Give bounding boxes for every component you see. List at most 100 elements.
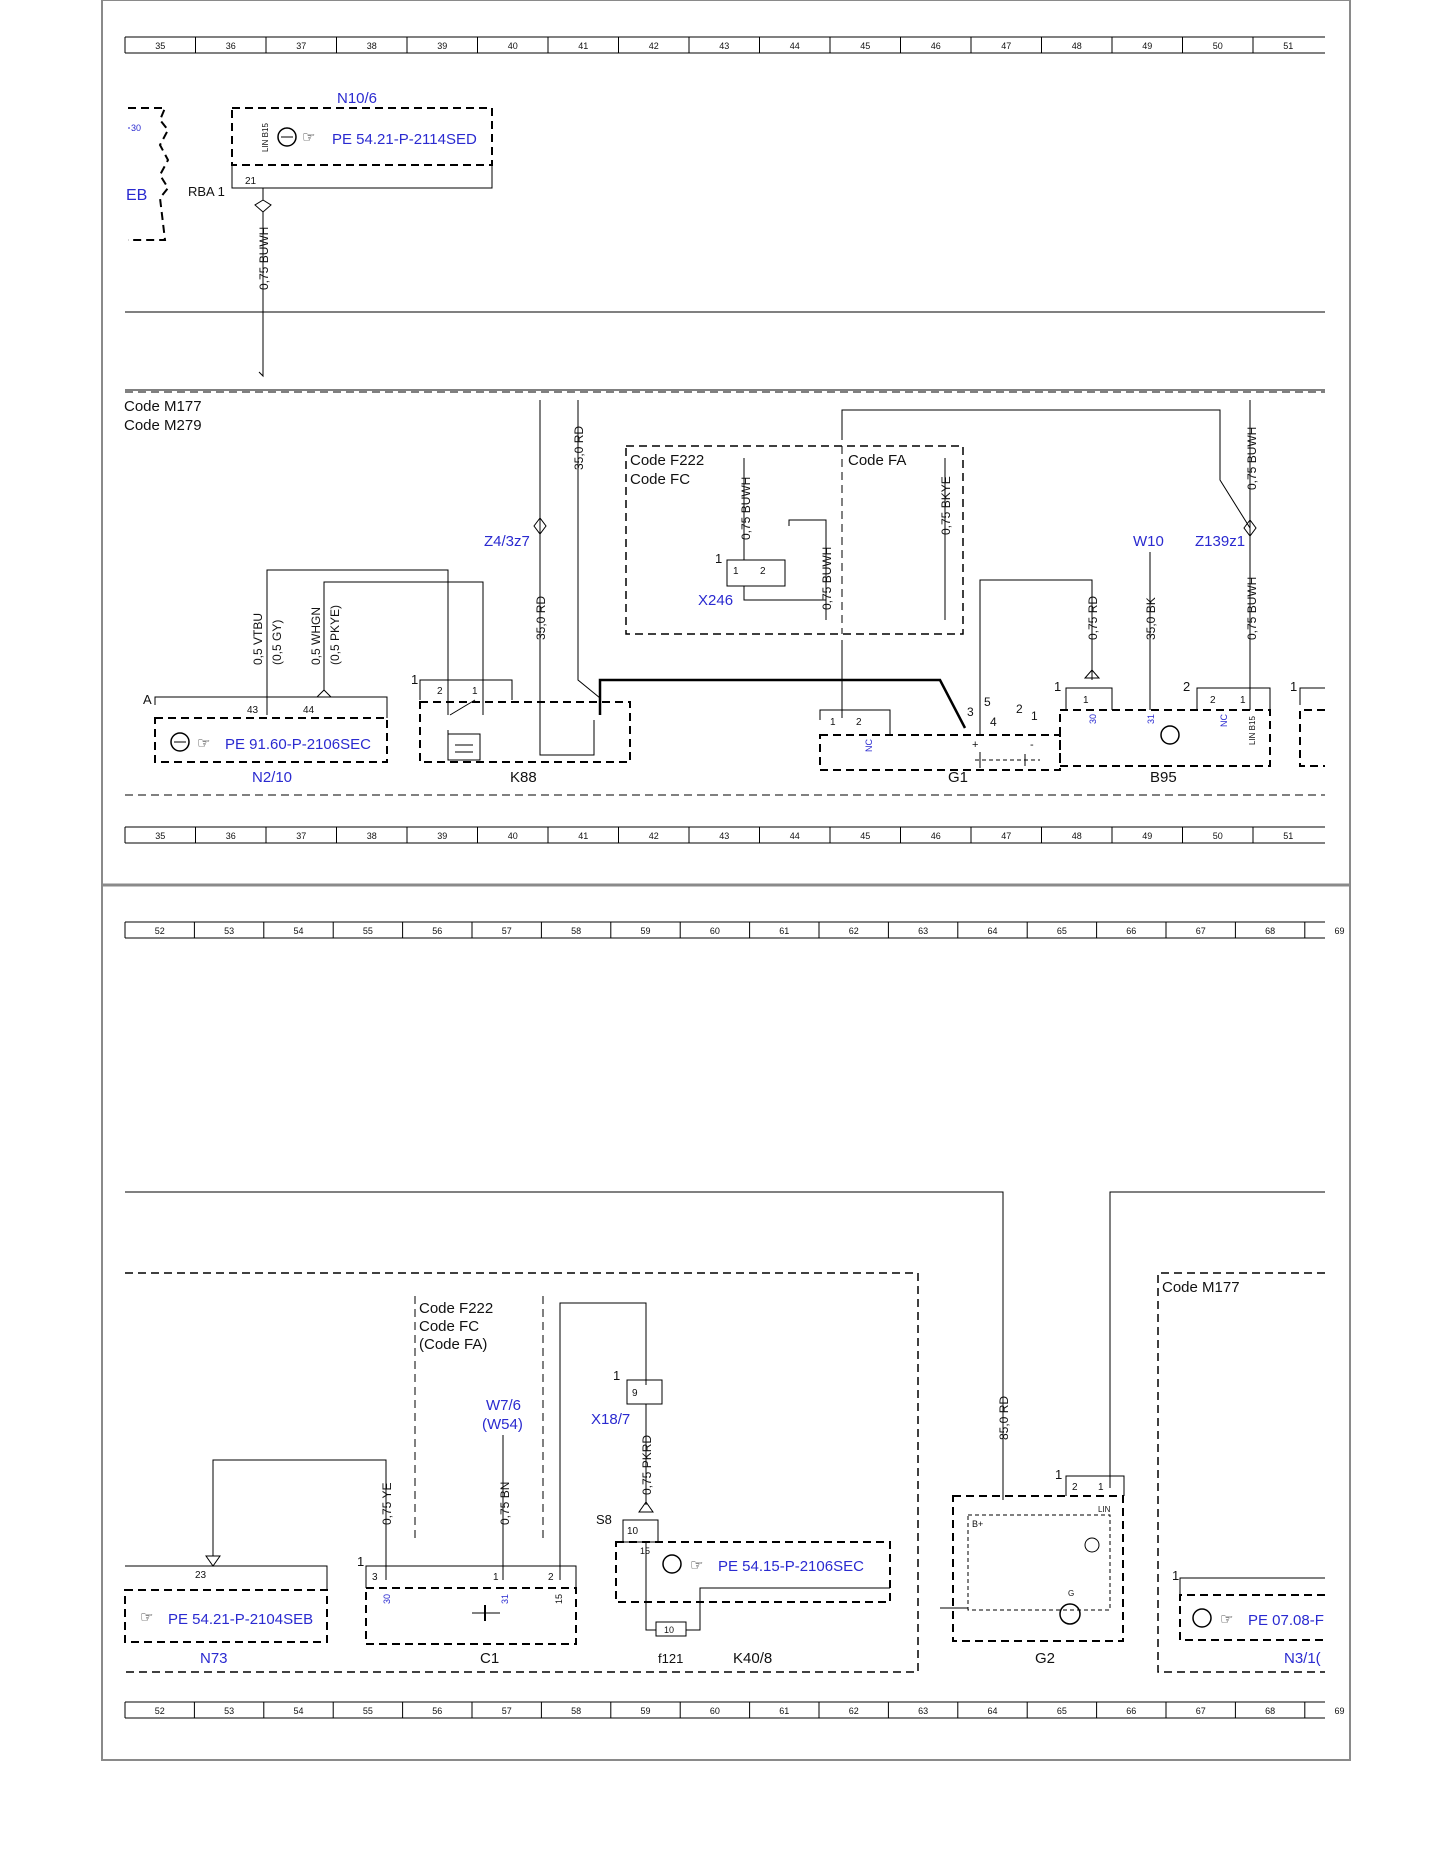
code-m177-label: Code M177 — [124, 398, 202, 415]
n3-10-ref-link[interactable]: PE 07.08-F — [1248, 1612, 1324, 1629]
c1-p15: 15 — [554, 1594, 564, 1604]
n10-6-ref-link[interactable]: PE 54.21-P-2114SED — [332, 131, 477, 148]
grid-column-label: 57 — [502, 1706, 512, 1716]
transistor-icon — [277, 127, 297, 147]
k40-8-ref-link[interactable]: PE 54.15-P-2106SEC — [718, 1558, 864, 1575]
z139z1-label: Z139z1 — [1195, 533, 1245, 550]
component-n73[interactable]: 23 ☞ PE 54.21-P-2104SEB N73 — [124, 1565, 328, 1667]
wire-85-rd: 85,0 RD — [997, 1396, 1011, 1440]
g2-name: G2 — [1035, 1650, 1055, 1667]
component-b95[interactable]: 1 2 1 30 31 2 1 NC LIN B15 B95 — [1054, 679, 1271, 786]
grid-column-label: 44 — [790, 41, 800, 51]
g1-p4: 4 — [990, 715, 997, 729]
x18-7-name: X18/7 — [591, 1411, 630, 1428]
grid-column-label: 35 — [155, 41, 165, 51]
n10-6-name: N10/6 — [337, 90, 377, 107]
k88-pin1: 1 — [472, 686, 478, 697]
code-fa-label: Code FA — [848, 452, 906, 469]
b95-name: B95 — [1150, 769, 1177, 786]
wire-35-rd-mid: 35,0 RD — [534, 596, 548, 640]
grid-column-label: 41 — [578, 41, 588, 51]
grid-column-label: 56 — [432, 1706, 442, 1716]
b95-nc: NC — [1219, 714, 1229, 727]
g2-pin-outer: 1 — [1055, 1467, 1062, 1482]
x246-name: X246 — [698, 592, 733, 609]
g1-p2: 2 — [1016, 702, 1023, 716]
grid-column-label: 41 — [578, 831, 588, 841]
s8-name: S8 — [596, 1512, 612, 1527]
grid-column-label: 38 — [367, 41, 377, 51]
grid-column-label: 52 — [155, 926, 165, 936]
component-g2[interactable]: 1 2 1 B+ LIN G G2 — [940, 1467, 1125, 1667]
component-n10-6[interactable]: N10/6 ☞ PE 54.21-P-2114SED LIN B15 21 RB… — [188, 90, 493, 378]
wire-gy: (0,5 GY) — [270, 620, 284, 665]
c1-p2: 2 — [548, 1572, 554, 1583]
left-box-label: EB — [126, 187, 147, 204]
grid-column-label: 61 — [779, 1706, 789, 1716]
c1-p30: 30 — [382, 1594, 392, 1604]
c1-p31: 31 — [500, 1594, 510, 1604]
hand-pointer-icon: ☞ — [1220, 1611, 1233, 1628]
b95-p1-outer: 1 — [1054, 679, 1061, 694]
b95-p1: 1 — [1083, 695, 1089, 706]
p2-code-f222: Code F222 — [419, 1300, 493, 1317]
grid-column-label: 64 — [987, 1706, 997, 1716]
n2-10-pin43: 43 — [247, 705, 259, 716]
grid-column-label: 59 — [640, 926, 650, 936]
n73-ref-link[interactable]: PE 54.21-P-2104SEB — [168, 1611, 313, 1628]
b95-lin: LIN B15 — [1248, 716, 1257, 745]
g1-p1: 1 — [1031, 709, 1038, 723]
component-n3-10[interactable]: 1 ☞ PE 07.08-F N3/1( — [1172, 1568, 1325, 1667]
x18-7-pin: 9 — [632, 1388, 638, 1399]
grid-column-label: 63 — [918, 1706, 928, 1716]
w54-label: (W54) — [482, 1416, 523, 1433]
grid-column-label: 47 — [1001, 831, 1011, 841]
grid-column-label: 61 — [779, 926, 789, 936]
b95-p2-outer: 2 — [1183, 679, 1190, 694]
x246-pin-a: 1 — [733, 566, 739, 577]
w7-6-label: W7/6 — [486, 1397, 521, 1414]
grid-column-label: 49 — [1142, 831, 1152, 841]
n10-6-wire: 0,75 BUWH — [257, 227, 271, 290]
g2-lin: LIN — [1098, 1505, 1111, 1514]
grid-column-label: 59 — [640, 1706, 650, 1716]
k88-pin-outer: 1 — [411, 672, 418, 687]
wire-vtbu: 0,5 VTBU — [251, 613, 265, 665]
wire-buwh-d: 0,75 BUWH — [1245, 577, 1259, 640]
grid-column-label: 38 — [367, 831, 377, 841]
wire-pkye: (0,5 PKYE) — [328, 605, 342, 665]
p2-code-m177: Code M177 — [1162, 1279, 1240, 1296]
g1-minus: - — [1030, 739, 1034, 751]
component-k88[interactable]: 1 2 1 K88 — [411, 672, 631, 786]
grid-column-label: 44 — [790, 831, 800, 841]
g1-pin2: 2 — [856, 717, 862, 728]
k88-name: K88 — [510, 769, 537, 786]
grid-column-label: 53 — [224, 926, 234, 936]
component-k40-8[interactable]: S8 10 15 ☞ PE 54.15-P-2106SEC 10 f121 K4… — [596, 1512, 891, 1667]
wire-buwh-c: 0,75 BUWH — [1245, 427, 1259, 490]
g1-p5: 5 — [984, 695, 991, 709]
grid-column-label: 64 — [987, 926, 997, 936]
connector-x246[interactable]: 1 1 2 X246 — [698, 551, 826, 609]
component-c1[interactable]: 1 3 1 2 30 31 15 C1 — [357, 1554, 577, 1667]
connector-x18-7[interactable]: 1 9 X18/7 0,75 PKRD — [591, 1368, 663, 1513]
grid-column-label: 54 — [293, 926, 303, 936]
g2-g: G — [1068, 1589, 1074, 1598]
n3-10-pin-outer: 1 — [1172, 1568, 1179, 1583]
grid-column-label: 39 — [437, 831, 447, 841]
b95-p30: 30 — [1088, 714, 1098, 724]
component-g1[interactable]: 1 2 NC 3 5 4 2 1 + - G1 — [819, 579, 1093, 786]
n2-10-pin-a: A — [143, 692, 152, 707]
wire-bkye: 0,75 BKYE — [939, 476, 953, 535]
b95-p1b: 1 — [1240, 695, 1246, 706]
n2-10-ref-link[interactable]: PE 91.60-P-2106SEC — [225, 736, 371, 753]
grid-column-label: 46 — [931, 41, 941, 51]
c1-p1: 1 — [493, 1572, 499, 1583]
splice-z4-3z7: Z4/3z7 35,0 RD — [484, 400, 595, 756]
grid-column-label: 51 — [1283, 831, 1293, 841]
component-n2-10[interactable]: A ☞ PE 91.60-P-2106SEC N2/10 43 44 0,5 V… — [143, 569, 484, 786]
grid-column-label: 62 — [849, 1706, 859, 1716]
